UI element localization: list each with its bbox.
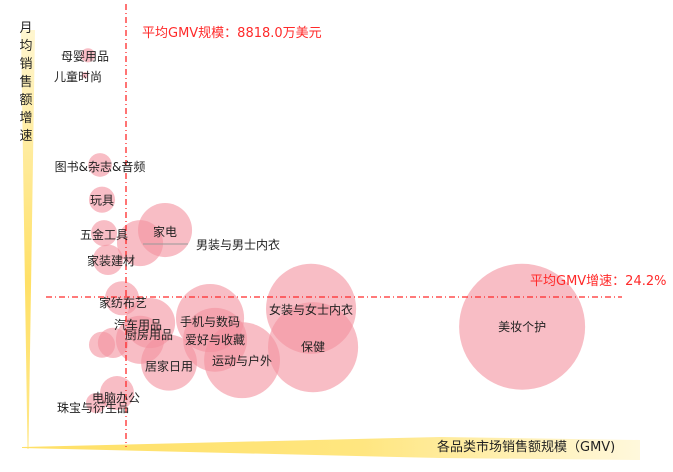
avg-gmv-annotation: 平均GMV规模：8818.0万美元 [142, 26, 322, 41]
bubble [183, 307, 247, 372]
y-axis [21, 30, 35, 449]
bubble-label: 美妆个护 [498, 320, 546, 334]
bubble-label: 家电 [153, 224, 177, 239]
bubble-label: 家装建材 [87, 253, 135, 268]
bubble-label: 女装与女士内衣 [269, 302, 353, 317]
bubble [97, 327, 129, 359]
bubble [104, 281, 140, 316]
bubble-label: 厨房用品 [125, 327, 173, 342]
bubble-label: 运动与户外 [212, 353, 272, 368]
bubble [88, 153, 112, 177]
avg-growth-annotation: 平均GMV增速：24.2% [530, 274, 667, 289]
bubble-label: 汽车用品 [114, 317, 162, 332]
bubble-label: 家纺布艺 [99, 295, 147, 310]
x-axis-label: 各品类市场销售额规模（GMV) [437, 440, 616, 455]
bubble [90, 220, 118, 247]
bubble [92, 244, 124, 275]
bubble-label: 图书&杂志&音频 [55, 159, 146, 174]
bubble-label: 手机与数码 [180, 314, 240, 329]
bubble-label: 男装与男士内衣 [196, 237, 280, 252]
bubble [80, 48, 96, 63]
bubble [268, 302, 359, 393]
bubble [459, 263, 586, 390]
bubble-label: 保健 [301, 340, 325, 354]
bubble [81, 71, 89, 79]
y-axis-label: 月均销售额增速 [19, 21, 33, 144]
bubble-label: 五金工具 [80, 227, 128, 242]
bubble [115, 315, 165, 364]
bubble-label: 母婴用品 [61, 49, 109, 63]
bubble-label: 儿童时尚 [54, 69, 102, 84]
bubble [88, 186, 116, 213]
bubble-label: 珠宝与衍生品 [57, 401, 129, 415]
bubble-label: 玩具 [90, 194, 114, 208]
bubble-label: 电脑办公 [92, 390, 140, 405]
bubble [117, 220, 164, 267]
bubble-label: 爱好与收藏 [185, 333, 245, 347]
bubble-label: 居家日用 [145, 359, 193, 374]
x-axis [22, 437, 640, 460]
bubble [86, 392, 107, 413]
